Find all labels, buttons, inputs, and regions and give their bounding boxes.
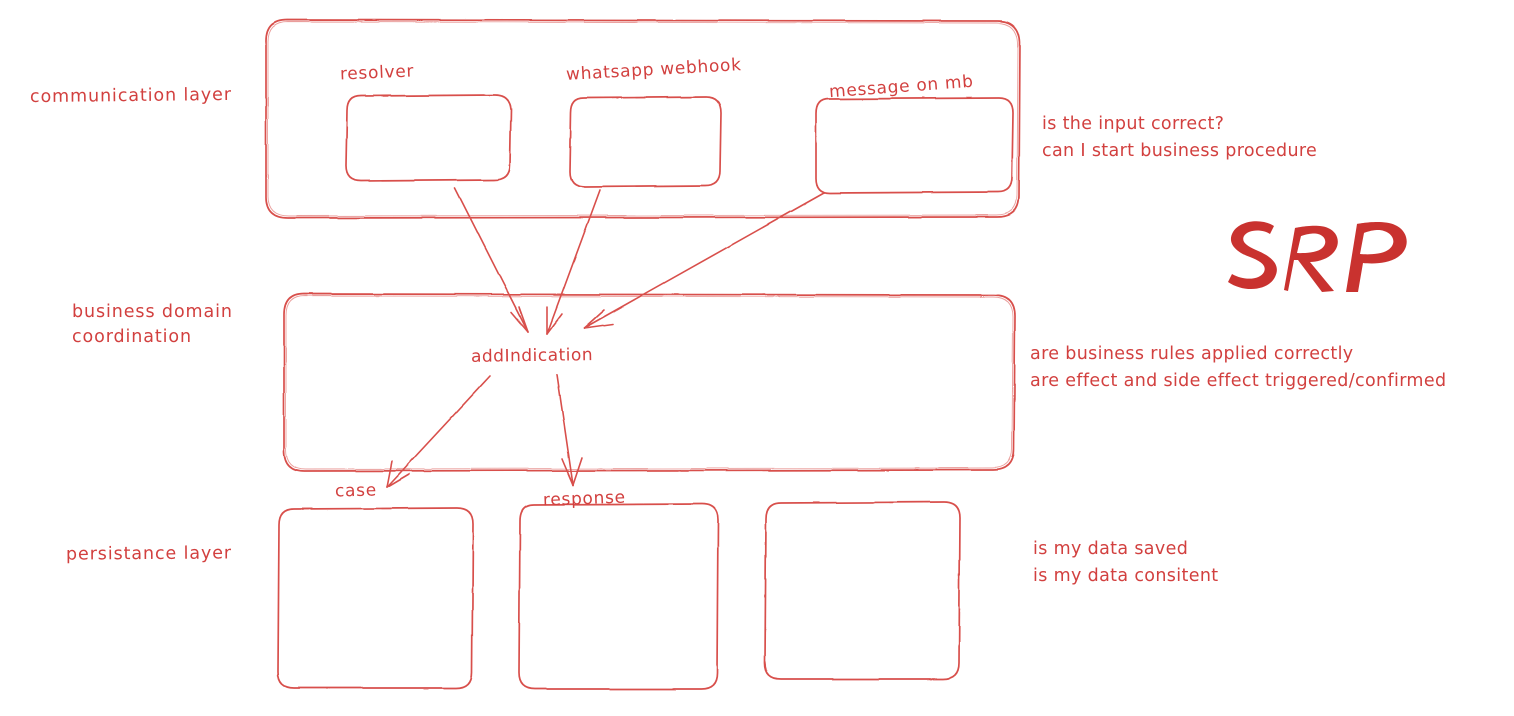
arrow-message-to-addindication	[583, 192, 825, 329]
note-communication-line2: can I start business procedure	[1042, 141, 1318, 161]
box-response[interactable]	[518, 503, 719, 690]
layer-label-persistance: persistance layer	[65, 543, 233, 565]
note-persistance-line2: is my data consitent	[1033, 566, 1219, 586]
box-case[interactable]	[277, 507, 474, 689]
layer-label-communication: communication layer	[29, 84, 233, 108]
arrow-resolver-to-addindication	[454, 187, 529, 333]
note-business-line2: are effect and side effect triggered/con…	[1030, 371, 1447, 391]
arrow-addindication-to-case	[386, 375, 491, 488]
layer-container-communication	[265, 19, 1021, 219]
layer-container-business-domain	[283, 293, 1016, 472]
note-business-line1: are business rules applied correctly	[1030, 344, 1354, 364]
node-label-add-indication: addIndication	[470, 345, 594, 367]
note-communication-line1: is the input correct?	[1042, 114, 1225, 134]
srp-emphasis-mark	[1222, 212, 1422, 297]
box-label-resolver: resolver	[339, 61, 415, 85]
box-unlabeled-store[interactable]	[764, 501, 961, 680]
arrow-addindication-to-response	[556, 374, 583, 486]
box-label-case: case	[334, 480, 378, 502]
layer-label-business-domain-line2: coordination	[72, 327, 193, 347]
layer-label-business-domain-line1: business domain	[72, 302, 233, 322]
arrow-whatsapp-to-addindication	[546, 189, 601, 335]
box-label-response: response	[542, 487, 627, 511]
box-resolver[interactable]	[345, 94, 512, 182]
box-message-on-mb[interactable]	[815, 97, 1014, 194]
box-whatsapp-webhook[interactable]	[569, 96, 722, 188]
note-persistance-line1: is my data saved	[1033, 539, 1189, 559]
